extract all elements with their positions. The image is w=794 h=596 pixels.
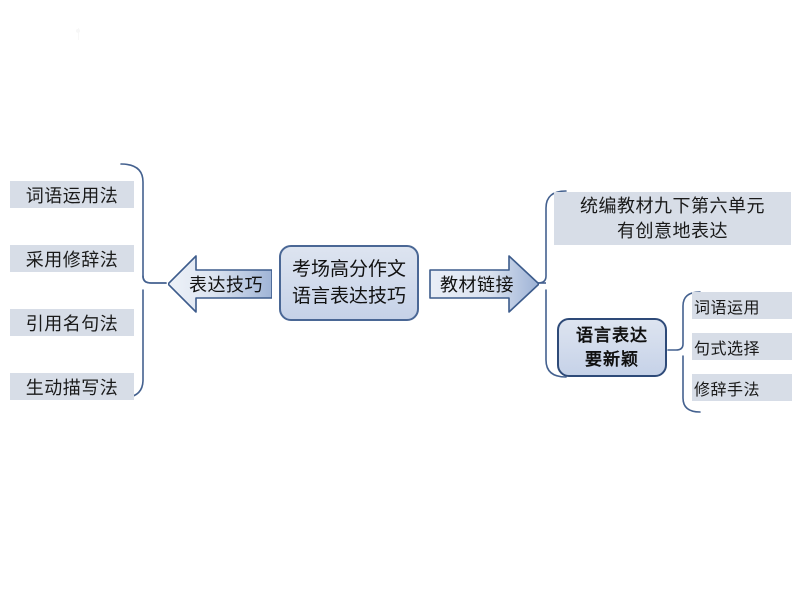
watermark-speck: [70, 26, 86, 42]
list-item[interactable]: 修辞手法: [692, 374, 792, 401]
right-arrow-label: 教材链接: [440, 275, 514, 295]
textbook-unit-header[interactable]: 统编教材九下第六单元 有创意地表达: [554, 192, 791, 245]
center-topic-line-2: 语言表达技巧: [291, 286, 406, 307]
list-item[interactable]: 句式选择: [692, 333, 792, 360]
emphasis-box-novel-expression[interactable]: 语言表达 要新颖: [557, 318, 667, 377]
textbook-unit-line-2: 有创意地表达: [617, 220, 728, 241]
left-arrow-expression-techniques[interactable]: 表达技巧: [168, 255, 272, 313]
textbook-unit-line-1: 统编教材九下第六单元: [580, 195, 765, 216]
center-topic-line-1: 考场高分作文: [291, 259, 406, 280]
left-arrow-label: 表达技巧: [189, 275, 263, 295]
center-topic-box[interactable]: 考场高分作文 语言表达技巧: [279, 245, 419, 321]
emphasis-line-2: 要新颖: [585, 349, 639, 369]
list-item[interactable]: 引用名句法: [10, 309, 134, 336]
emphasis-line-1: 语言表达: [576, 325, 648, 345]
right-arrow-textbook-link[interactable]: 教材链接: [429, 255, 539, 313]
list-item[interactable]: 采用修辞法: [10, 245, 134, 272]
list-item[interactable]: 词语运用: [692, 292, 792, 319]
list-item[interactable]: 生动描写法: [10, 373, 134, 400]
list-item[interactable]: 词语运用法: [10, 181, 134, 208]
